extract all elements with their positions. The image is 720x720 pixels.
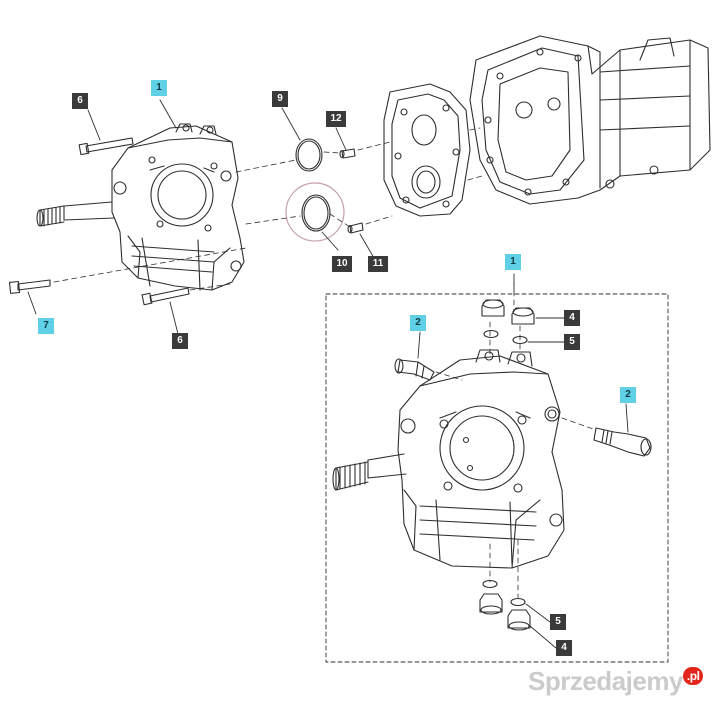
callout-5-bottom: 5 (550, 614, 566, 630)
watermark-text: Sprzedajemy (528, 666, 683, 696)
detail-pump-housing (332, 349, 565, 569)
callout-1-detail: 1 (505, 254, 521, 270)
washer-top-left (483, 329, 499, 339)
o-ring-10 (301, 194, 331, 232)
transmission-case (469, 35, 711, 205)
watermark-logo: Sprzedajemy.pl (528, 666, 704, 697)
callout-1-top: 1 (151, 80, 167, 96)
washer-5-bottom (510, 597, 526, 607)
bolt-6-bottom (141, 287, 190, 306)
callout-10: 10 (332, 256, 352, 272)
callout-9: 9 (272, 91, 288, 107)
detail-frame (325, 293, 669, 663)
pump-housing-assembly (36, 123, 245, 291)
pin-11 (347, 222, 364, 234)
watermark-suffix: .pl (682, 667, 704, 686)
highlight-ring (285, 182, 345, 242)
plug-bottom-left (479, 593, 503, 615)
washer-bottom-left (482, 579, 498, 589)
callout-2-left: 2 (410, 315, 426, 331)
callout-4-bottom: 4 (556, 640, 572, 656)
callout-12: 12 (326, 111, 346, 127)
plug-4-top (511, 307, 535, 325)
sensor-2-right (593, 427, 652, 457)
o-ring-9 (295, 138, 323, 172)
plug-4-bottom (507, 609, 531, 631)
callout-11: 11 (368, 256, 388, 272)
pin-12 (339, 148, 356, 159)
callout-7: 7 (38, 318, 54, 334)
plug-top-left (481, 299, 505, 317)
callout-5-top: 5 (564, 334, 580, 350)
callout-4-top: 4 (564, 310, 580, 326)
washer-5-top (512, 335, 528, 345)
callout-2-right: 2 (620, 387, 636, 403)
adapter-plate (383, 83, 471, 217)
sensor-2-left (394, 358, 435, 381)
callout-6-top: 6 (72, 93, 88, 109)
bolt-7 (8, 279, 51, 294)
leader-lines (27, 99, 629, 649)
callout-6-bottom: 6 (172, 333, 188, 349)
bolt-6-top (78, 137, 134, 156)
